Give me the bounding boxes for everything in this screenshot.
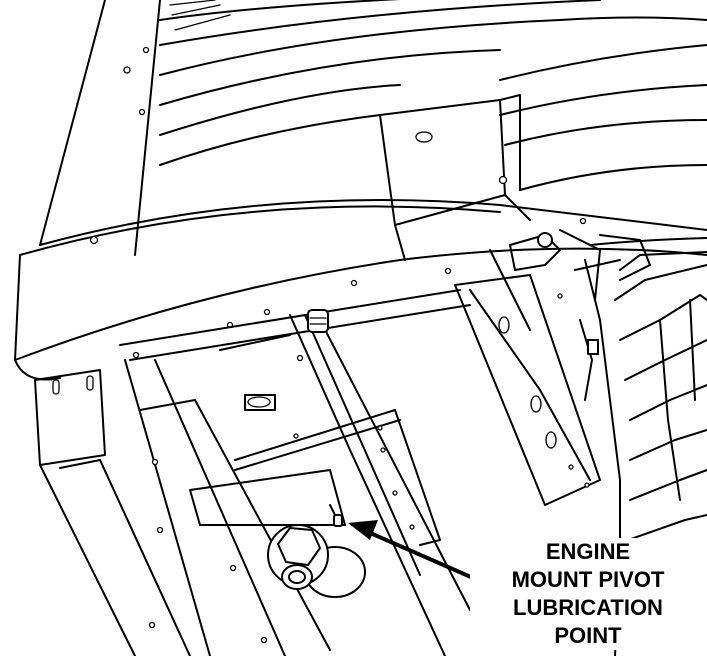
- radiator-linkage: [489, 229, 651, 401]
- callout-line-2: MOUNT PIVOT: [511, 567, 665, 592]
- frame-rails: [119, 289, 471, 656]
- top-fitting: [307, 309, 329, 333]
- latch-panel: [379, 94, 531, 261]
- side-rail: [454, 274, 601, 506]
- grille-louvers: [159, 0, 707, 191]
- tire: [584, 237, 707, 656]
- engine-cradle: [189, 334, 441, 546]
- left-bracket: [34, 369, 191, 656]
- callout-line-1: ENGINE: [545, 539, 631, 564]
- pivot-assembly: [267, 504, 366, 598]
- callout-line-3: LUBRICATION: [513, 595, 663, 620]
- callout-label: ENGINE MOUNT PIVOT LUBRICATION POINT: [470, 538, 706, 650]
- hood-bolts: [89, 46, 587, 359]
- callout-line-4: POINT: [554, 623, 622, 648]
- hood-panel: [14, 0, 707, 381]
